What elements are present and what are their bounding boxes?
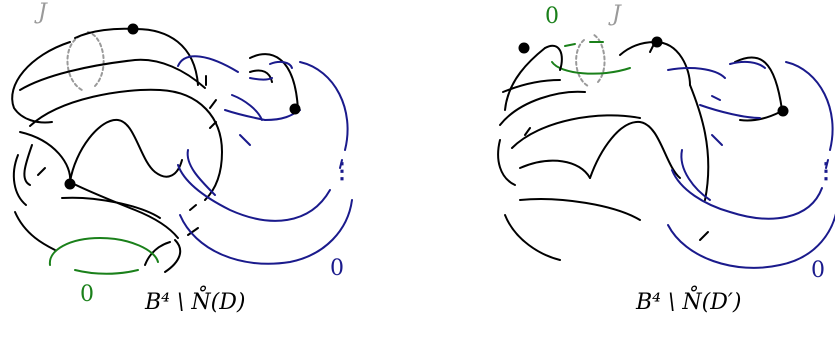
- right-green-framing-label: 0: [545, 4, 559, 29]
- right-basepoint-right: [777, 105, 789, 117]
- right-basepoint-top: [651, 36, 663, 48]
- left-dots-ellipsis: ⋮: [331, 158, 353, 184]
- right-diagram: [497, 33, 835, 269]
- left-blue-component: [177, 55, 353, 265]
- left-green-component: [48, 236, 159, 275]
- left-black-knot: [11, 27, 299, 273]
- right-blue-component: [667, 60, 835, 269]
- left-basepoint-top: [127, 23, 139, 35]
- left-basepoint-bottom: [64, 178, 76, 190]
- right-curve-j-label: J: [612, 2, 621, 27]
- right-blue-framing-label: 0: [811, 258, 825, 283]
- right-green-component: [551, 41, 631, 75]
- left-blue-framing-label: 0: [330, 256, 344, 281]
- left-caption: B⁴ \ N̊(D): [145, 290, 246, 315]
- right-basepoint-left: [518, 42, 530, 54]
- left-green-framing-label: 0: [80, 282, 94, 307]
- left-basepoint-right: [289, 103, 301, 115]
- left-diagram: [11, 23, 353, 275]
- left-curve-j: [66, 31, 105, 91]
- right-curve-j: [575, 33, 606, 87]
- right-caption: B⁴ \ N̊(D′): [636, 290, 742, 315]
- right-dots-ellipsis: ⋮: [815, 158, 835, 184]
- right-black-knot: [497, 40, 783, 261]
- left-curve-j-label: J: [38, 0, 47, 25]
